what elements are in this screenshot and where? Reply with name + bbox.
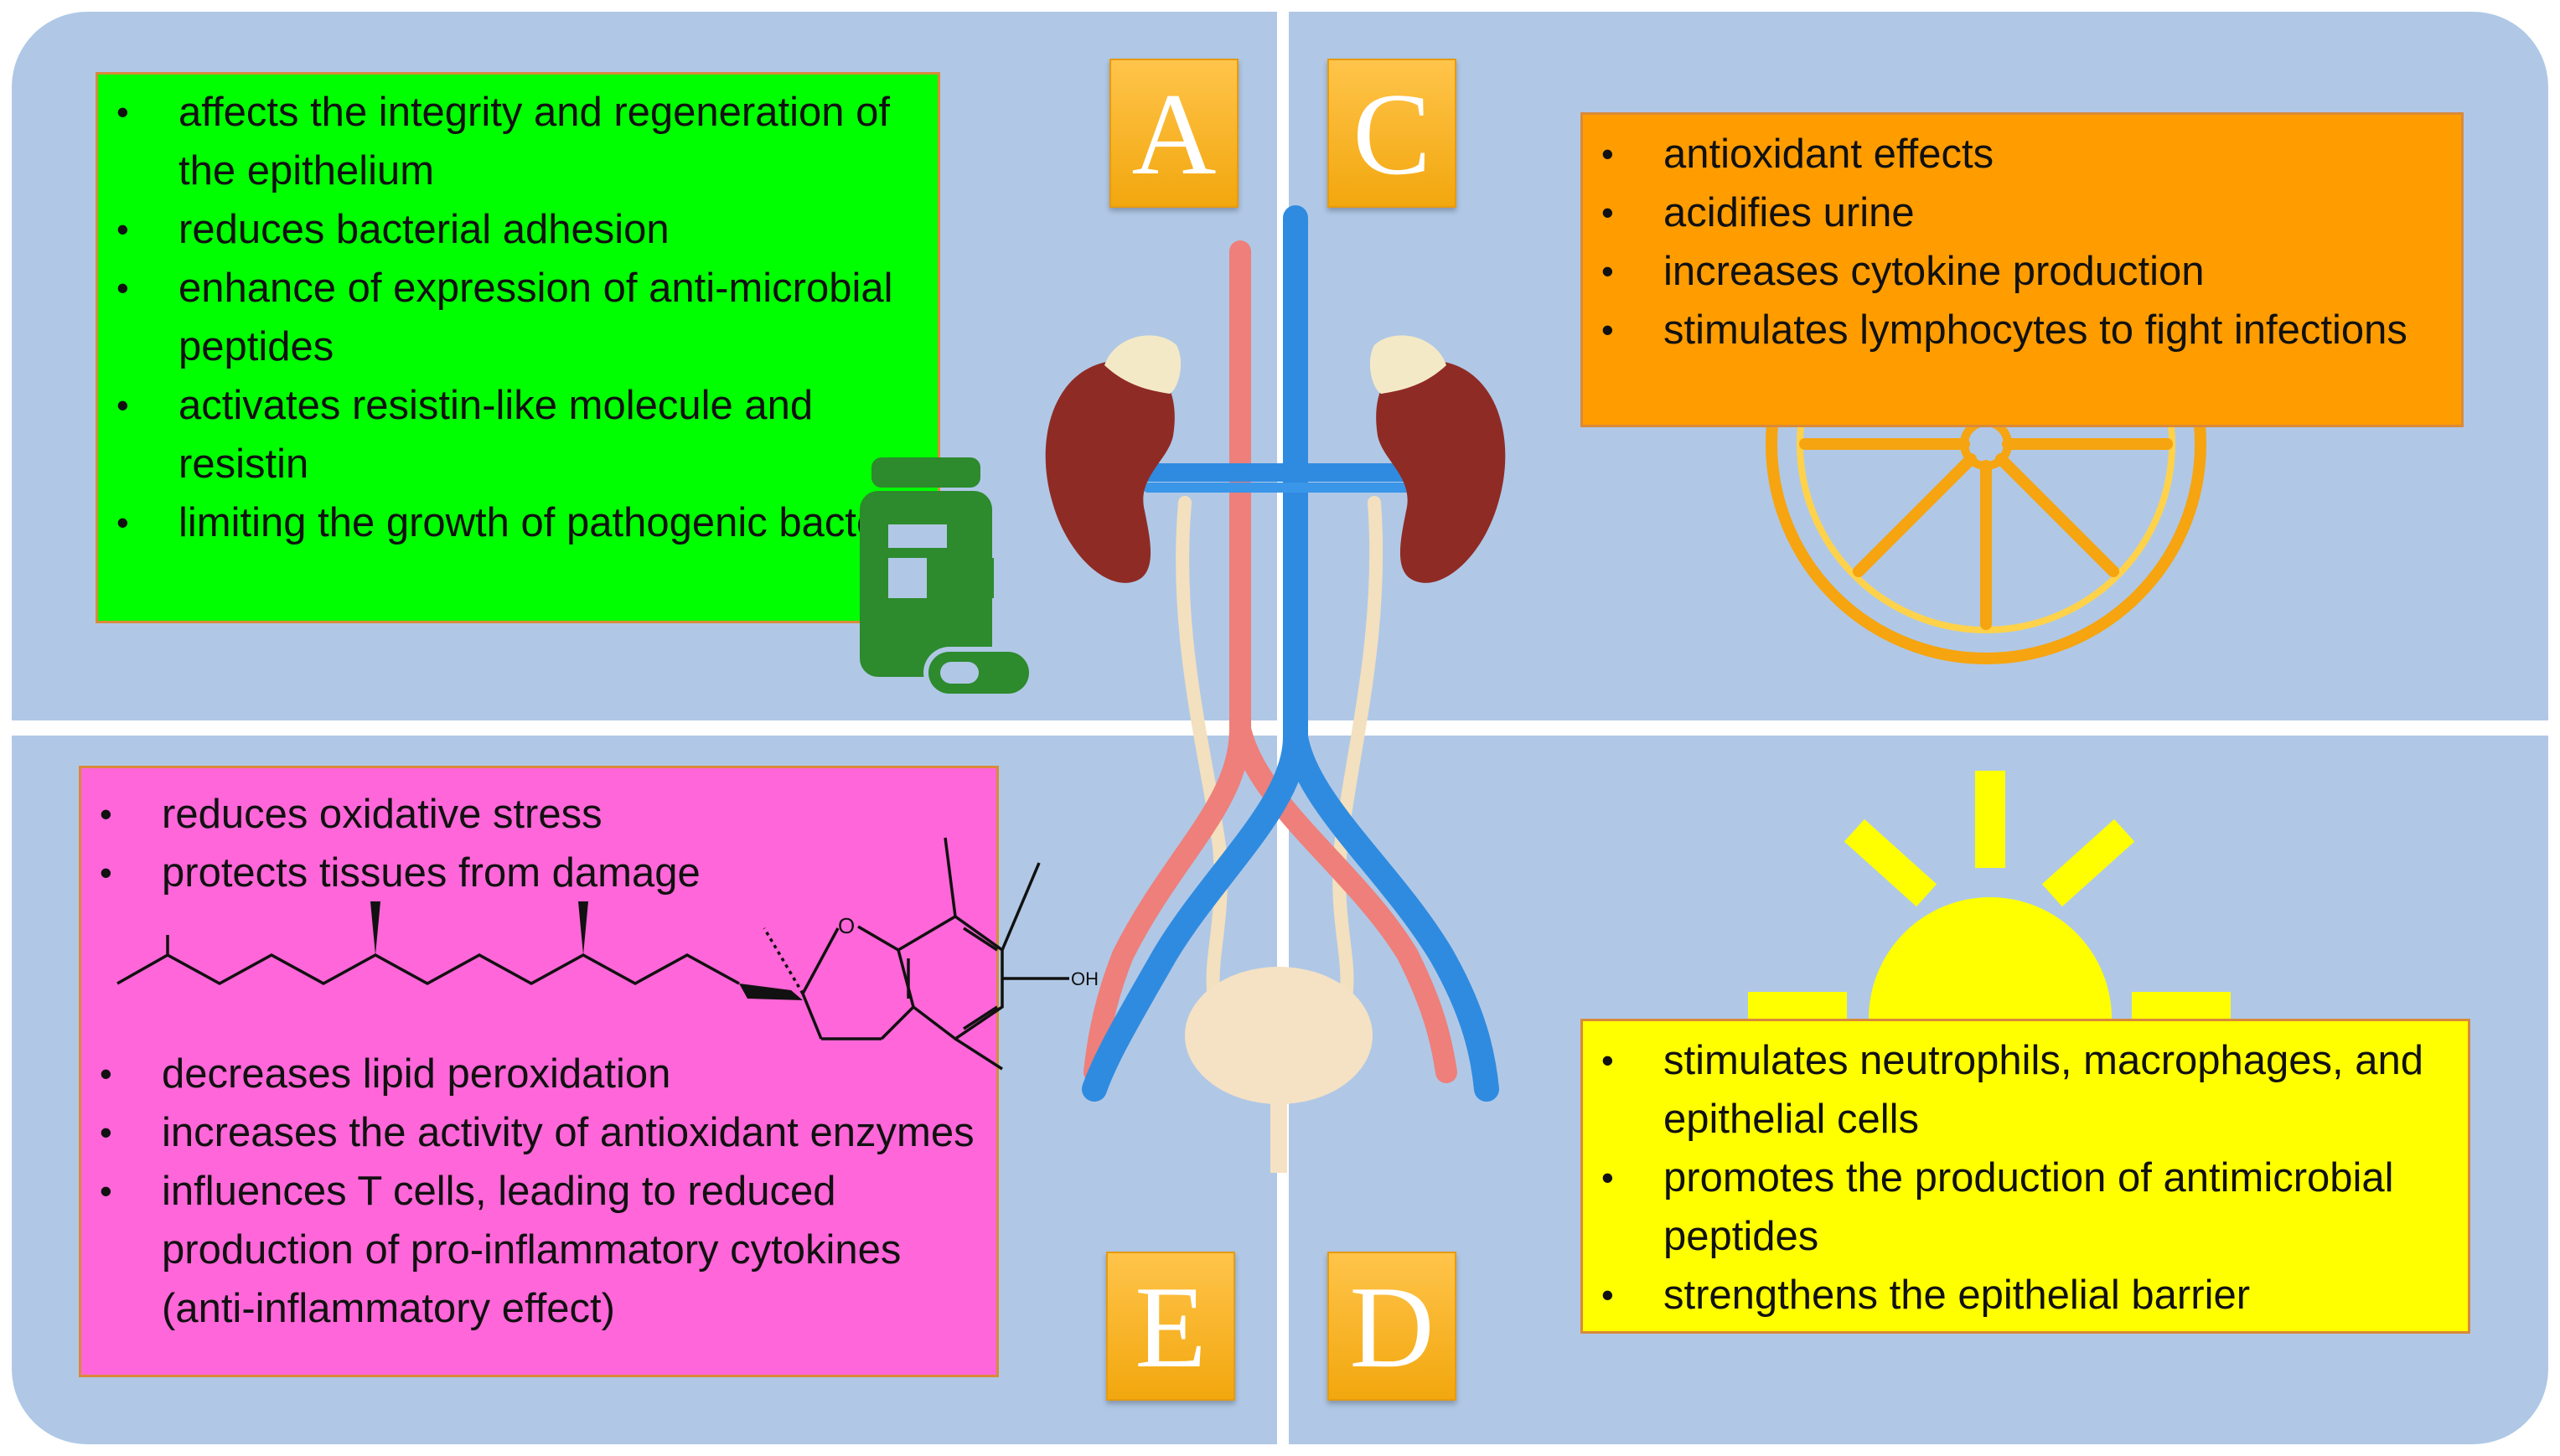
panel-a-list: affects the integrity and regeneration o… — [98, 83, 938, 552]
urinary-system-illustration — [1045, 205, 1506, 1173]
svg-text:O: O — [838, 913, 855, 938]
panel-a-box: affects the integrity and regeneration o… — [96, 72, 940, 623]
panel-d-item: promotes the production of antimicrobial… — [1583, 1149, 2468, 1266]
panel-d-item: stimulates neutrophils, macrophages, and… — [1583, 1031, 2468, 1149]
panel-a-label: A — [1109, 59, 1239, 208]
panel-e-item: reduces oxidative stress — [81, 785, 996, 844]
panel-d-list: stimulates neutrophils, macrophages, and… — [1583, 1031, 2468, 1324]
panel-a-item: limiting the growth of pathogenic bacter… — [98, 493, 938, 552]
panel-a-item: enhance of expression of anti-microbial … — [98, 259, 938, 376]
panel-c-item: stimulates lymphocytes to fight infectio… — [1583, 301, 2461, 359]
panel-d-box: stimulates neutrophils, macrophages, and… — [1580, 1019, 2470, 1334]
panel-d-item: strengthens the epithelial barrier — [1583, 1266, 2468, 1324]
panel-a-item: activates resistin-like molecule and res… — [98, 376, 938, 493]
panel-e-item: increases the activity of antioxidant en… — [81, 1103, 996, 1162]
panel-e-box: reduces oxidative stress protects tissue… — [79, 766, 999, 1377]
panel-c-item: increases cytokine production — [1583, 242, 2461, 301]
panel-a-item: reduces bacterial adhesion — [98, 200, 938, 259]
panel-e-list-top: reduces oxidative stress protects tissue… — [81, 785, 996, 902]
panel-e-label: E — [1106, 1252, 1235, 1401]
panel-c-box: antioxidant effects acidifies urine incr… — [1580, 112, 2464, 427]
panel-e-list-bottom: decreases lipid peroxidation increases t… — [81, 1045, 996, 1338]
panel-c-item: antioxidant effects — [1583, 125, 2461, 183]
panel-e-item: protects tissues from damage — [81, 844, 996, 902]
panel-c-list: antioxidant effects acidifies urine incr… — [1583, 125, 2461, 359]
sun-icon — [1748, 771, 2231, 1019]
medicine-bottle-icon — [860, 457, 1034, 699]
panel-e-item: decreases lipid peroxidation — [81, 1045, 996, 1103]
panel-e-item: influences T cells, leading to reduced p… — [81, 1162, 996, 1338]
panel-c-item: acidifies urine — [1583, 183, 2461, 242]
tocopherol-structure: O OH — [116, 837, 1099, 1071]
hydroxyl-label: OH — [1071, 968, 1099, 989]
panel-a-item: affects the integrity and regeneration o… — [98, 83, 938, 200]
panel-c-label: C — [1327, 59, 1456, 208]
panel-d-label: D — [1327, 1252, 1456, 1401]
